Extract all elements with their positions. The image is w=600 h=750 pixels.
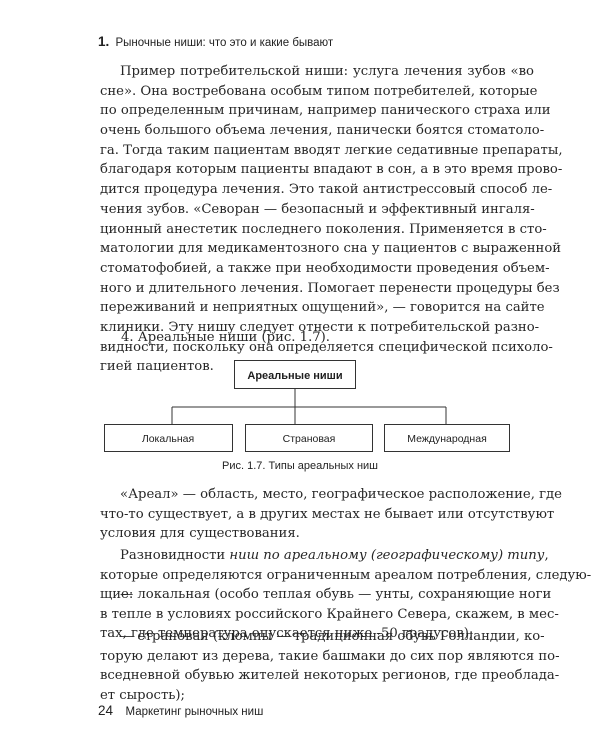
text-line: тах, где температура опускается ниже -50… <box>100 626 474 642</box>
book-title: Маркетинг рыночных ниш <box>125 706 264 718</box>
text-line: торую делают из дерева, такие башмаки до… <box>100 648 560 664</box>
figure-caption: Рис. 1.7. Типы ареальных ниш <box>222 460 378 472</box>
diagram-child-box-international <box>384 424 510 452</box>
text-line: ционный анестетик последнего поколения. … <box>100 221 547 237</box>
text-line: Разновидности ниш по ареальному (географ… <box>100 546 549 566</box>
page-number: 24 <box>98 703 114 718</box>
text-line: по определенным причинам, например панич… <box>100 103 551 119</box>
text-line: стоматофобией, а также при необходимости… <box>100 260 550 276</box>
diagram-child-label-local: Локальная <box>142 433 194 445</box>
text-line: вседневной обувью жителей некоторых реги… <box>100 668 560 684</box>
text-line: сне». Она востребована особым типом потр… <box>100 83 538 99</box>
text-line: в тепле в условиях российского Крайнего … <box>100 606 559 622</box>
text-line: ного и длительного лечения. Помогает пер… <box>100 280 560 296</box>
paragraph-local-niche: — локальная (особо теплая обувь — унты, … <box>100 585 559 644</box>
running-header: 1. Рыночные ниши: что это и какие бывают <box>98 34 333 49</box>
text-line: условия для существования. <box>100 526 300 542</box>
diagram-root-label: Ареальные ниши <box>247 370 342 382</box>
text-line: матологии для медикаментозного сна у пац… <box>100 241 562 257</box>
text-line: чения зубов. «Севоран — безопасный и эфф… <box>100 201 535 217</box>
paragraph-country-niche: — страновая (кломпы — традиционная обувь… <box>100 627 560 706</box>
diagram-child-label-country: Страновая <box>283 433 336 445</box>
text-line: ет сырость); <box>100 688 186 704</box>
text-line: Пример потребительской ниши: услуга лече… <box>120 64 534 79</box>
text-line: что-то существует, а в других местах не … <box>100 506 555 522</box>
text-line: клиники. Эту нишу следует отнести к потр… <box>100 319 540 335</box>
text-line: дится процедура лечения. Это такой антис… <box>100 182 553 198</box>
list-item-areal-niches: 4. Ареальные ниши (рис. 1.7). <box>121 330 330 345</box>
text-line: «Ареал» — область, место, географическое… <box>120 487 562 502</box>
diagram-child-box-local <box>104 424 233 452</box>
diagram-child-label-international: Международная <box>407 433 487 445</box>
chapter-number: 1. <box>98 34 110 49</box>
paragraph-niche-varieties: Разновидности ниш по ареальному (географ… <box>100 546 592 605</box>
text-line: очень большого объема лечения, панически… <box>100 123 545 139</box>
text-line: переживаний и неприятных ощущений», — го… <box>100 300 545 316</box>
text-line: видности, поскольку она определяется спе… <box>100 339 553 355</box>
text-line: га. Тогда таким пациентам вводят легкие … <box>100 142 563 158</box>
text-run: Разновидности <box>120 548 230 563</box>
text-line: щие: <box>100 587 134 603</box>
diagram-child-box-country <box>245 424 373 452</box>
text-run: , <box>544 548 549 563</box>
italic-term: ниш по ареальному (географическому) типу <box>229 548 545 563</box>
paragraph-areal-definition: «Ареал» — область, место, географическое… <box>100 485 562 544</box>
text-line: — страновая (кломпы — традиционная обувь… <box>120 629 545 644</box>
diagram-root-box <box>234 360 356 389</box>
text-line: гией пациентов. <box>100 359 214 375</box>
text-line: благодаря которым пациенты впадают в сон… <box>100 162 563 178</box>
text-line: — локальная (особо теплая обувь — унты, … <box>120 587 552 602</box>
chapter-title: Рыночные ниши: что это и какие бывают <box>115 37 334 49</box>
text-line: которые определяются ограниченным ареало… <box>100 567 592 583</box>
page-footer: 24 Маркетинг рыночных ниш <box>98 702 263 720</box>
paragraph-consumer-niche-example: Пример потребительской ниши: услуга лече… <box>100 62 563 377</box>
